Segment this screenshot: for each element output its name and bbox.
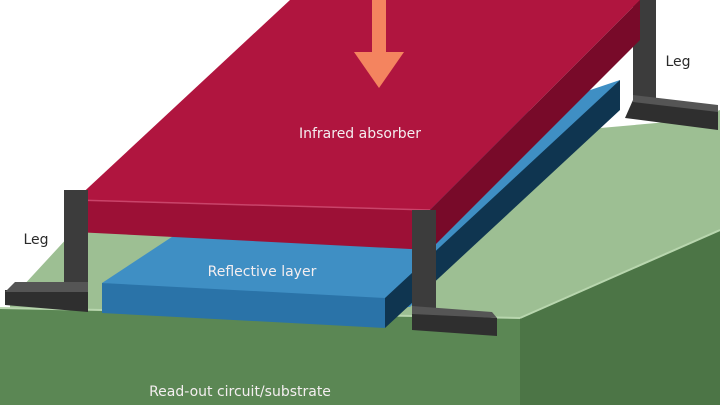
reflective-front-face	[102, 283, 385, 328]
leg-right-front-foot	[412, 312, 497, 336]
leg-left-front	[5, 190, 88, 312]
substrate-side-face	[520, 230, 720, 405]
absorber-front-face	[75, 200, 430, 250]
infrared-arrow-icon	[354, 0, 404, 88]
absorber-top-face	[75, 0, 640, 210]
substrate-label: Read-out circuit/substrate	[149, 384, 331, 400]
leg-left-front-foot-top	[5, 282, 88, 292]
reflective-layer-label: Reflective layer	[208, 264, 317, 280]
absorber-label: Infrared absorber	[299, 126, 421, 142]
absorber-front-edge	[74, 199, 431, 211]
arrow-head	[354, 52, 404, 88]
substrate-front-face	[0, 308, 520, 405]
leg-right-front-foot-top	[412, 306, 497, 318]
leg-left-front-post	[64, 190, 88, 295]
leg-label-right: Leg	[665, 54, 690, 70]
leg-right-front	[412, 210, 497, 336]
arrow-shaft	[372, 0, 386, 55]
leg-right-back	[625, 0, 718, 130]
leg-right-front-post	[412, 210, 436, 318]
leg-right-back-foot-top	[633, 95, 718, 112]
infrared-absorber	[74, 0, 640, 250]
reflective-side-face	[385, 80, 620, 328]
substrate-side-edge	[519, 229, 720, 319]
absorber-side-face	[430, 0, 640, 250]
leg-label-left: Leg	[23, 232, 48, 248]
leg-left-front-foot	[5, 290, 88, 312]
